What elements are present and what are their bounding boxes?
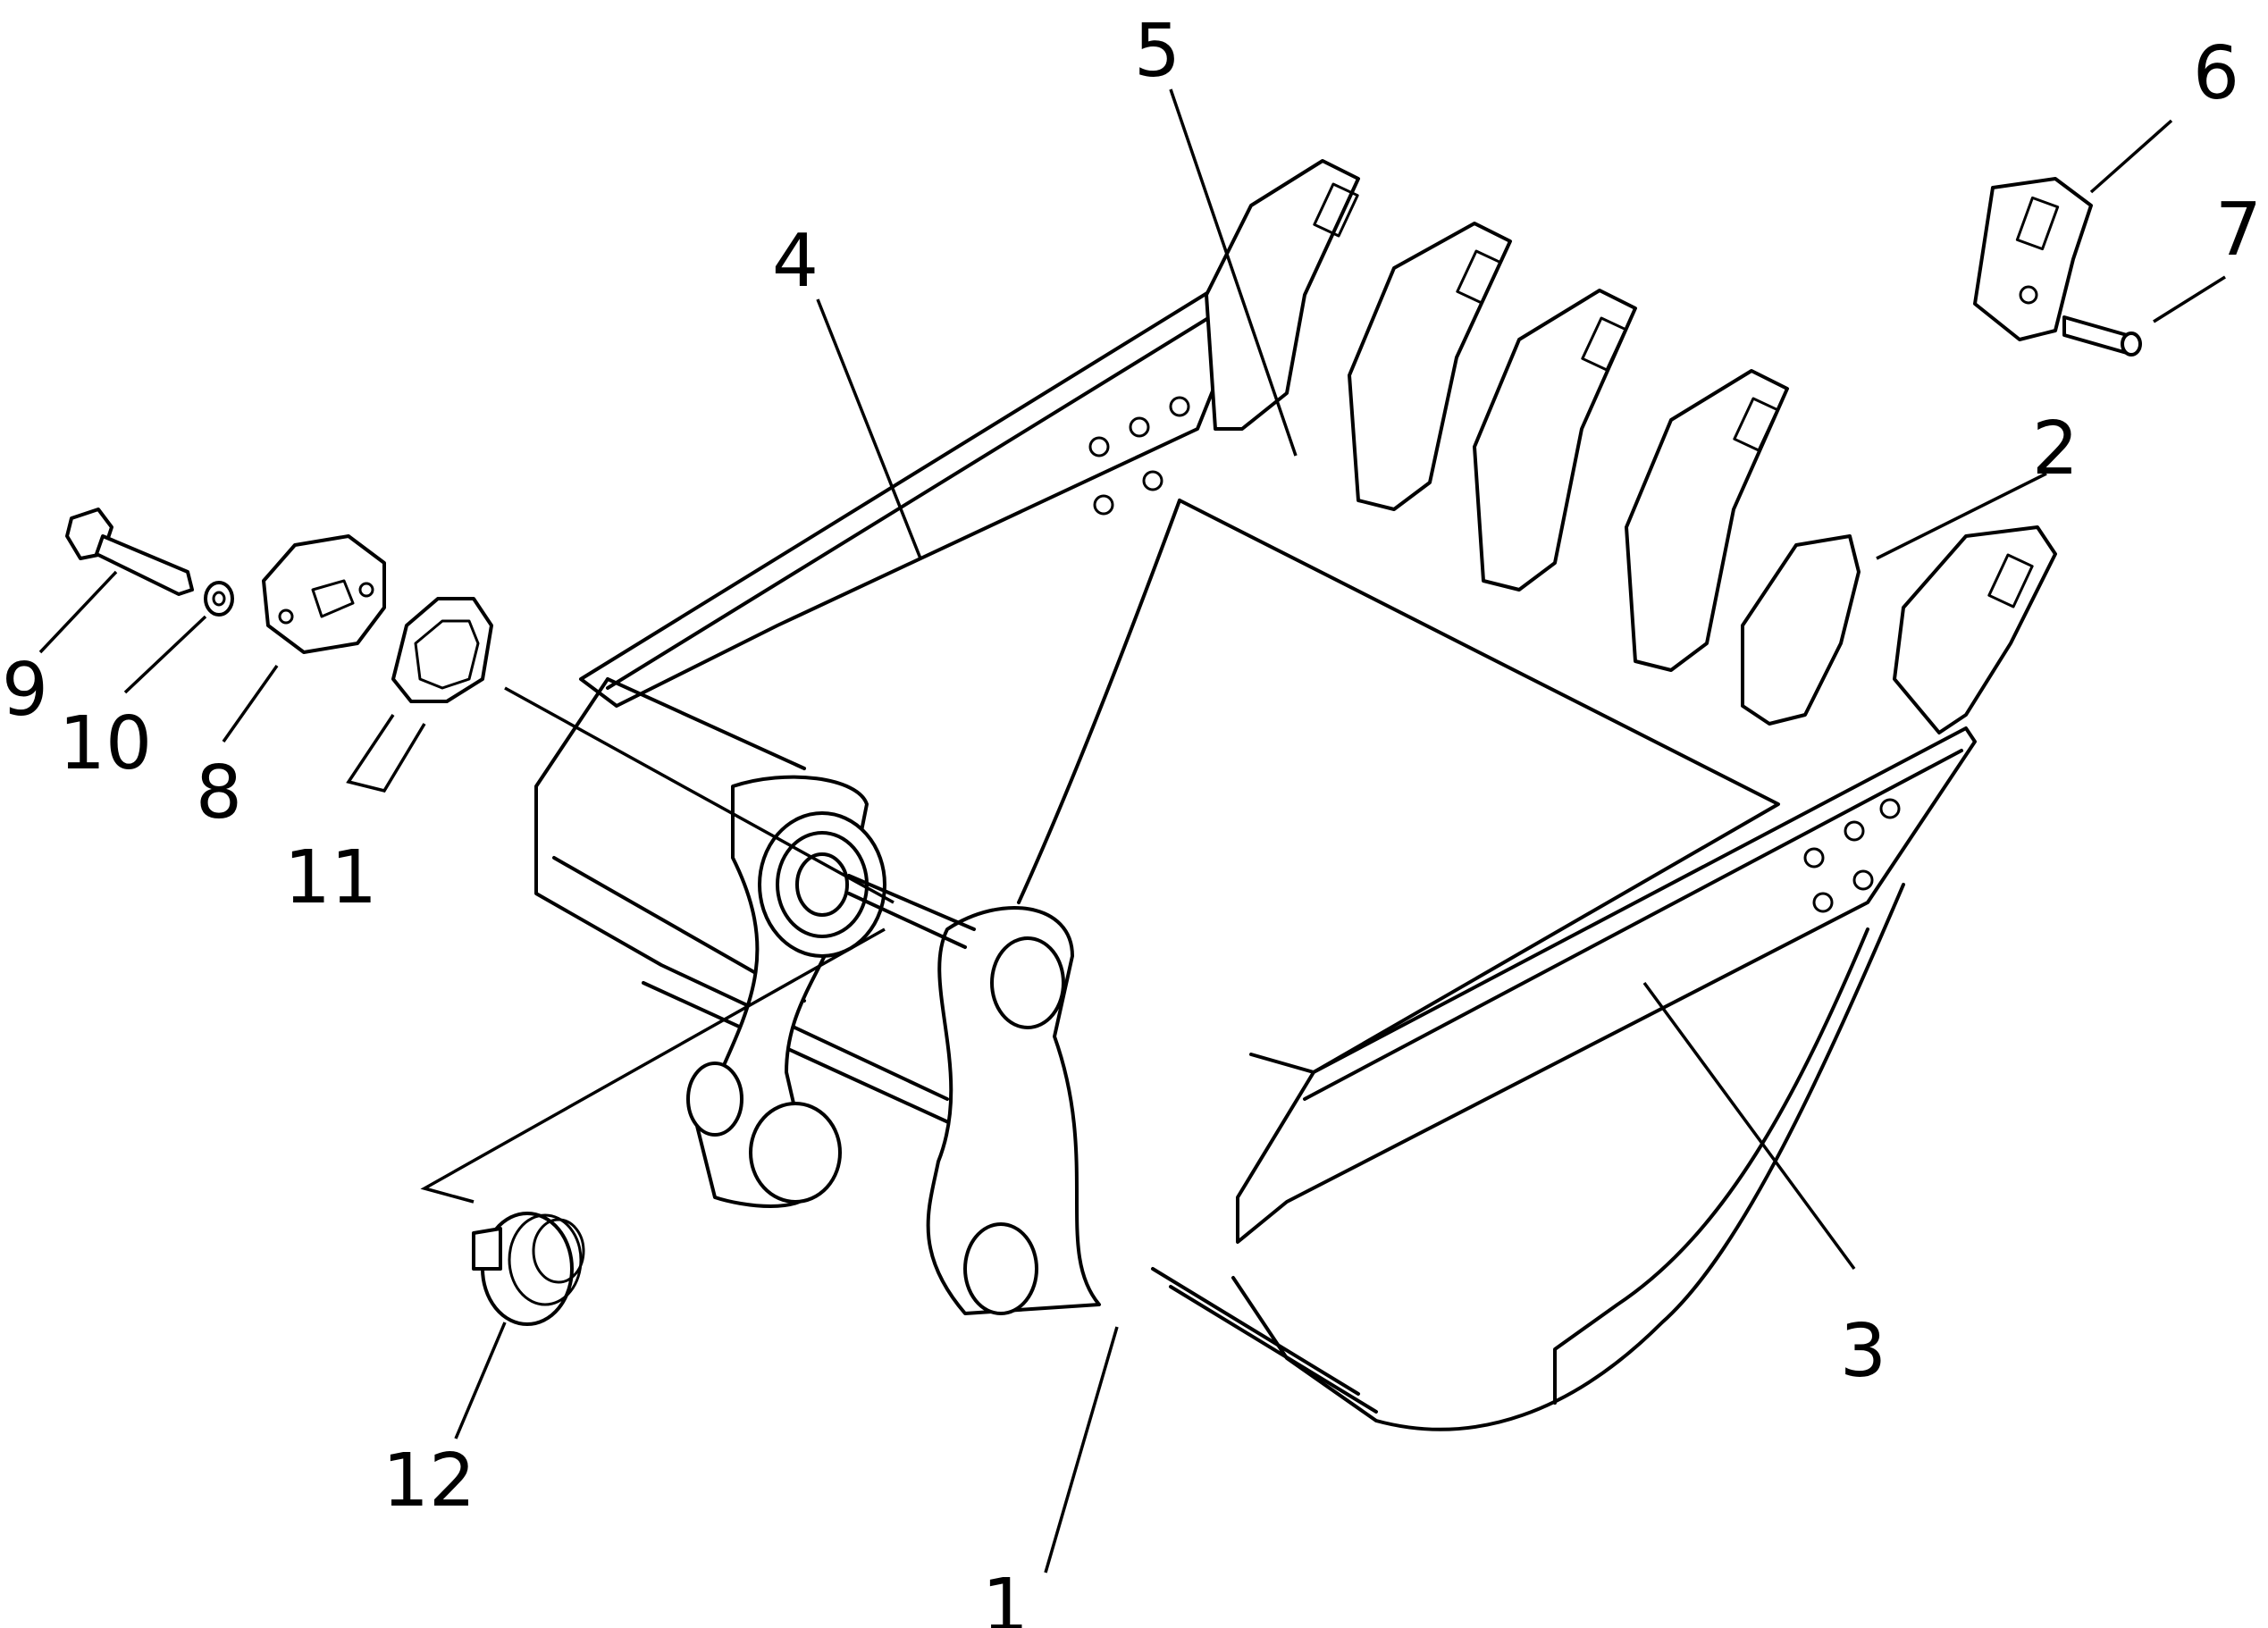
leader-lines: [38, 88, 2226, 1573]
callout-9: 9: [2, 648, 48, 733]
tooth-row: [1205, 159, 2057, 734]
callout-2: 2: [2032, 407, 2079, 491]
retainer-plate: [262, 534, 386, 654]
loose-tooth: [1973, 177, 2093, 341]
shim: [391, 597, 493, 703]
callout-4: 4: [772, 219, 819, 304]
plug: [472, 1212, 585, 1326]
callouts: 1 2 3 4 5 6 7 8 9 10 11 12: [2, 9, 2262, 1628]
callout-10: 10: [59, 701, 152, 786]
callout-8: 8: [196, 751, 242, 835]
callout-6: 6: [2193, 31, 2239, 116]
callout-5: 5: [1134, 9, 1180, 94]
callout-1: 1: [982, 1564, 1029, 1628]
callout-11: 11: [284, 835, 377, 920]
tooth-pin: [2062, 315, 2142, 357]
callout-7: 7: [2215, 188, 2262, 273]
callout-3: 3: [1840, 1309, 1886, 1394]
bucket-body: [534, 275, 1977, 1431]
washer: [204, 581, 234, 617]
bolt: [65, 508, 194, 596]
callout-12: 12: [382, 1439, 475, 1523]
